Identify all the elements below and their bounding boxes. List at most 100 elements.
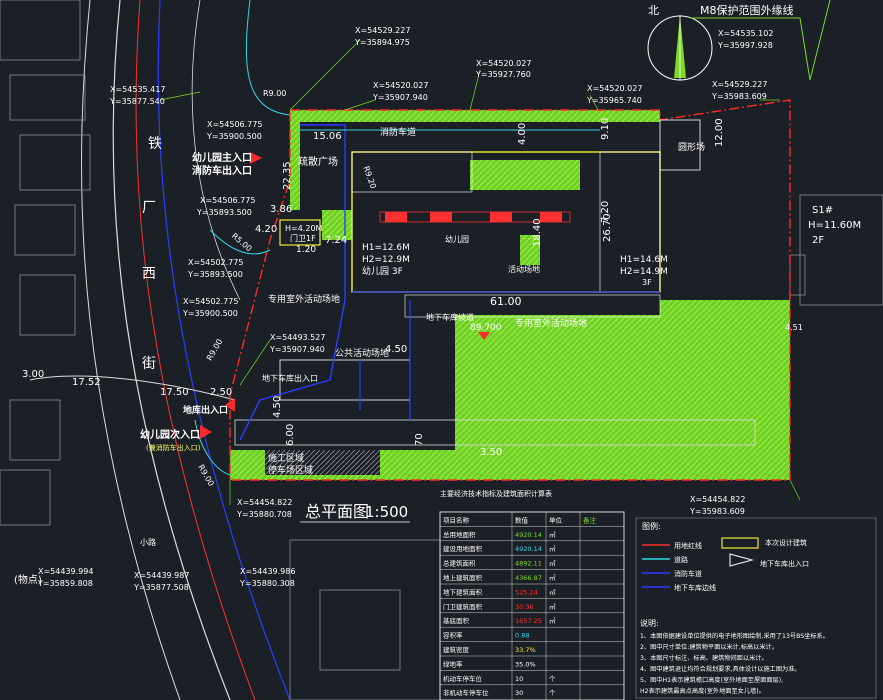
legend-symbol-building [721,537,759,549]
dim-label: 4.00 [517,123,528,145]
coord-x: X=54506.775 [207,120,262,129]
coord-y: Y=35927.760 [475,70,531,79]
note-line: 4、图中建筑退让均符合规划要求,具体设计以施工图为准。 [640,665,801,673]
table-header-cell: 备注 [583,515,597,524]
m8-title: M8保护范围外缘线 [700,3,794,17]
coord-x: X=54439.986 [240,567,295,576]
radius-label: R9.00 [205,337,224,362]
existing-building-floors: 2F [812,235,824,246]
parking-label: 停车场区域 [268,464,313,476]
dim-label: 6.00 [285,424,296,446]
dim-label: 2.50 [210,387,232,398]
tree-zone-label: 圆形场 [678,141,705,153]
existing-building-id: S1# [812,205,833,216]
note-line: 2、图中尺寸单位:建筑物平面以米计,标高以米计。 [640,643,778,651]
coord-y: Y=35983.609 [689,507,745,516]
dim-label: 3.00 [22,369,44,380]
table-cell: 总用地面积 [443,530,476,539]
table-cell: 33.7% [515,646,536,654]
legend [635,517,877,699]
table-cell: 绿地率 [443,659,463,668]
table-header-cell: 项目名称 [443,515,470,524]
table-cell: 35.0% [515,660,536,668]
coord-x: X=54439.987 [134,571,189,580]
underground-entry-label: 地下车库出入口 [262,373,318,383]
table-cell: ㎡ [549,573,556,582]
fire-lane-label: 消防车道 [380,126,416,138]
note-line: 1、本图依据建设单位提供的电子地形图绘制,采用了13号BS坐标系。 [640,632,829,640]
east-h1: H1=14.6M [620,255,668,265]
legend-symbol-garage-entry [729,553,754,567]
m8-boundary-line [690,0,831,81]
north-label: 北 [648,4,659,17]
coord-leaders [159,39,801,505]
coord-y: Y=35900.500 [182,309,238,318]
coord-x: X=54506.775 [200,196,255,205]
legend-item-redline: 用地红线 [674,541,702,550]
coord-y: Y=35859.808 [37,579,93,588]
street-char-3: 西 [142,266,156,282]
table-cell: 门卫建筑面积 [443,602,483,611]
coord-y: Y=35880.708 [236,510,292,519]
table-cell: 4892.11 [515,560,542,568]
dim-label: 3.86 [270,204,292,215]
street-char-1: 铁 [148,136,162,152]
legend-item-garage-entry: 地下车库出入口 [760,559,809,568]
coord-x: X=54529.227 [712,80,767,89]
table-cell: 4920.14 [515,545,542,553]
dim-label: 26.70 [602,213,613,242]
secondary-entrance-label: 幼儿园次入口 [140,428,200,441]
coord-y: Y=35893.500 [187,270,243,279]
dim-label: 1.20 [296,245,316,255]
coord-x: X=54454.822 [690,495,745,504]
east-h2: H2=14.9M [620,267,668,277]
table-cell: 525.24 [515,588,538,596]
street-char-2: 厂 [142,200,156,216]
dim-label: 4.51 [785,323,803,332]
coord-x: X=54493.527 [270,333,325,342]
coord-x: X=54454.822 [237,498,292,507]
notes-title: 说明: [640,618,659,628]
table-cell: ㎡ [549,616,556,625]
coord-x: X=54520.027 [587,84,642,93]
shared-outdoor-label: 专用室外活动场地 [515,317,587,329]
table-cell: 1657.25 [515,617,542,625]
legend-item-firelane: 消防车道 [674,569,702,578]
radius-label: R9.00 [196,463,215,488]
dim-label: 12.00 [714,118,725,147]
radius-label: R9.00 [263,89,286,98]
table-header-cell: 单位 [549,515,563,524]
dim-label: 22.35 [282,161,293,190]
building-h1: H1=12.6M [362,243,410,253]
secondary-note: (兼消防车出入口) [146,443,201,452]
table-cell: 0.88 [515,632,529,640]
small-road-label: 小路 [140,537,156,547]
site-redline [229,99,791,481]
table-cell: 总建筑面积 [443,559,476,568]
table-cell: 建设用地面积 [443,544,483,553]
evac-square-label: 疏散广场 [298,155,338,168]
main-entrance-label: 幼儿园主入口 [192,151,252,164]
construction-area [265,450,380,475]
dim-label: 7.24 [325,235,347,246]
dim-label: 4.20 [255,224,277,235]
existing-building-height: H=11.60M [808,220,861,231]
table-cell: ㎡ [549,559,556,568]
main-building [234,119,756,446]
street-lines [29,0,291,700]
dim-label: 4.50 [385,344,407,355]
elevation-mark: 89.700 [470,323,502,333]
coord-x: X=54529.227 [355,26,410,35]
east-floors: 3F [642,278,652,287]
table-cell: ㎡ [549,602,556,611]
fire-entrance-label: 消防车出入口 [192,164,252,177]
gate-house-label: 门卫1F [290,233,316,243]
dim-label: 70 [414,433,425,446]
building-h2: H2=12.9M [362,255,410,265]
coord-y: Y=35880.308 [239,579,295,588]
basement-exit-label: 地库出入口 [183,404,228,416]
table-cell: 30 [515,689,523,697]
